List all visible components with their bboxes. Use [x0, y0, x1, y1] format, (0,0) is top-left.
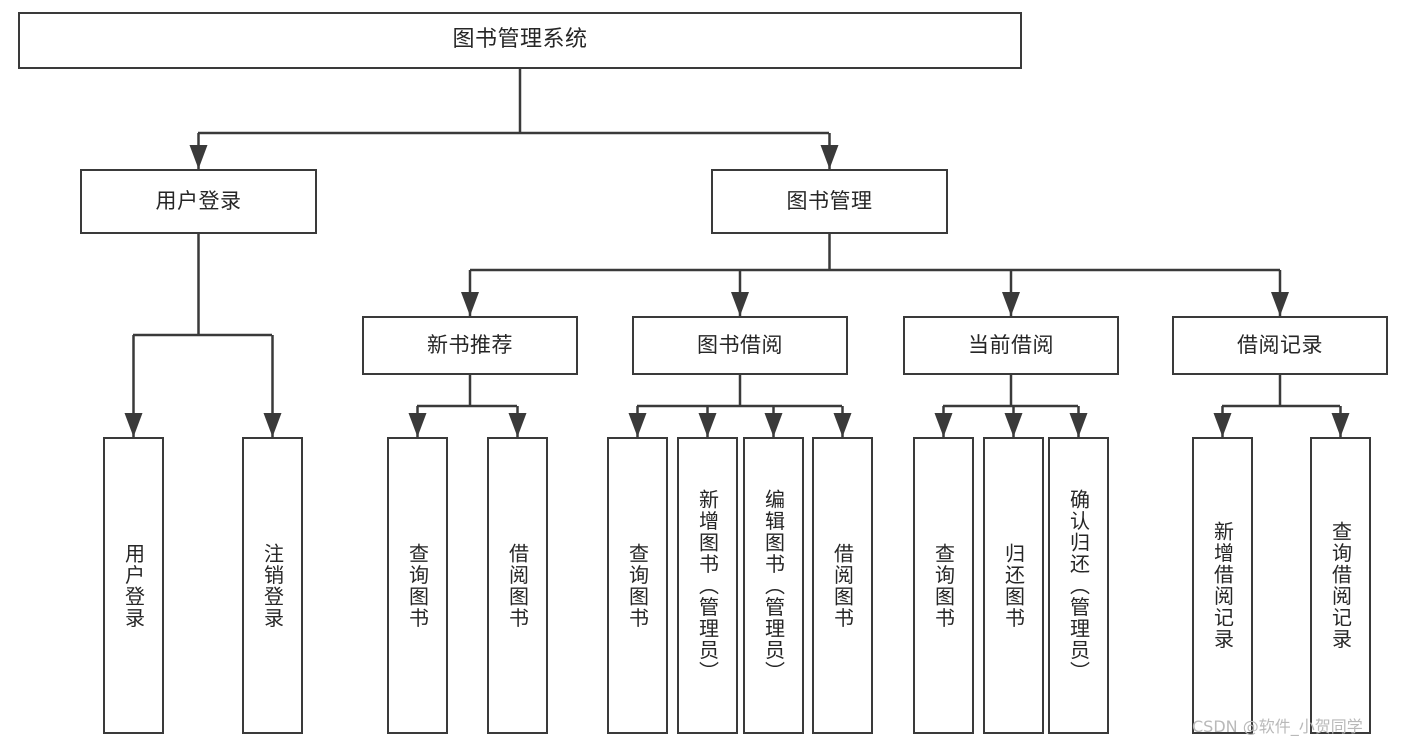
node-label: 借阅记录	[1237, 332, 1323, 357]
arrow-head-icon-leaf-bb-query	[628, 413, 647, 437]
arrow-head-icon-user-login	[189, 145, 208, 169]
node-current-borrow[interactable]: 当前借阅	[903, 316, 1119, 375]
node-label: 归还图书	[1001, 542, 1026, 629]
node-book-manage[interactable]: 图书管理	[711, 169, 948, 234]
arrow-head-icon-leaf-logout	[263, 413, 282, 437]
node-leaf-bb-borrow[interactable]: 借阅图书	[812, 437, 873, 734]
node-label: 用户登录	[155, 188, 242, 213]
node-leaf-rec-query[interactable]: 查询图书	[387, 437, 448, 734]
node-label: 确认归还（管理员）	[1066, 488, 1091, 683]
node-label: 图书管理	[786, 188, 873, 213]
arrow-head-icon-leaf-bb-add	[698, 413, 717, 437]
arrow-head-icon-leaf-bb-borrow	[833, 413, 852, 437]
node-leaf-bb-edit[interactable]: 编辑图书（管理员）	[743, 437, 804, 734]
arrow-head-icon-leaf-user-login	[124, 413, 143, 437]
node-leaf-cb-confirm[interactable]: 确认归还（管理员）	[1048, 437, 1109, 734]
node-label: 图书借阅	[697, 332, 783, 357]
arrow-head-icon-leaf-br-query	[1331, 413, 1350, 437]
node-label: 新增图书（管理员）	[695, 488, 720, 683]
arrow-head-icon-current-borrow	[1002, 292, 1020, 316]
node-leaf-cb-query[interactable]: 查询图书	[913, 437, 974, 734]
arrow-head-icon-leaf-rec-query	[408, 413, 427, 437]
node-root[interactable]: 图书管理系统	[18, 12, 1022, 69]
arrow-head-icon-book-borrow	[731, 292, 749, 316]
node-book-borrow[interactable]: 图书借阅	[632, 316, 848, 375]
node-label: 查询借阅记录	[1328, 521, 1353, 650]
node-user-login[interactable]: 用户登录	[80, 169, 317, 234]
node-new-book-rec[interactable]: 新书推荐	[362, 316, 578, 375]
arrow-head-icon-leaf-cb-confirm	[1069, 413, 1088, 437]
arrow-head-icon-leaf-bb-edit	[764, 413, 783, 437]
watermark-text: CSDN @软件_小贺同学	[1192, 717, 1363, 736]
node-leaf-cb-return[interactable]: 归还图书	[983, 437, 1044, 734]
node-leaf-br-query[interactable]: 查询借阅记录	[1310, 437, 1371, 734]
node-label: 查询图书	[625, 542, 650, 629]
node-leaf-br-add[interactable]: 新增借阅记录	[1192, 437, 1253, 734]
node-label: 新书推荐	[427, 332, 513, 357]
node-label: 查询图书	[931, 542, 956, 629]
arrow-head-icon-borrow-record	[1271, 292, 1289, 316]
node-leaf-bb-query[interactable]: 查询图书	[607, 437, 668, 734]
node-label: 借阅图书	[830, 542, 855, 629]
node-borrow-record[interactable]: 借阅记录	[1172, 316, 1388, 375]
arrow-head-icon-leaf-rec-borrow	[508, 413, 527, 437]
node-leaf-bb-add[interactable]: 新增图书（管理员）	[677, 437, 738, 734]
node-label: 新增借阅记录	[1210, 521, 1235, 650]
node-label: 借阅图书	[505, 542, 530, 629]
node-label: 注销登录	[260, 542, 285, 629]
node-label: 编辑图书（管理员）	[761, 488, 786, 683]
node-leaf-user-login[interactable]: 用户登录	[103, 437, 164, 734]
arrow-head-icon-leaf-br-add	[1213, 413, 1232, 437]
arrow-head-icon-new-book-rec	[461, 292, 479, 316]
arrow-head-icon-leaf-cb-query	[934, 413, 953, 437]
node-leaf-logout[interactable]: 注销登录	[242, 437, 303, 734]
node-label: 用户登录	[121, 542, 146, 629]
node-label: 查询图书	[405, 542, 430, 629]
arrow-head-icon-leaf-cb-return	[1004, 413, 1023, 437]
arrow-head-icon-book-manage	[820, 145, 839, 169]
node-leaf-rec-borrow[interactable]: 借阅图书	[487, 437, 548, 734]
node-label: 图书管理系统	[452, 27, 588, 53]
node-label: 当前借阅	[968, 332, 1054, 357]
